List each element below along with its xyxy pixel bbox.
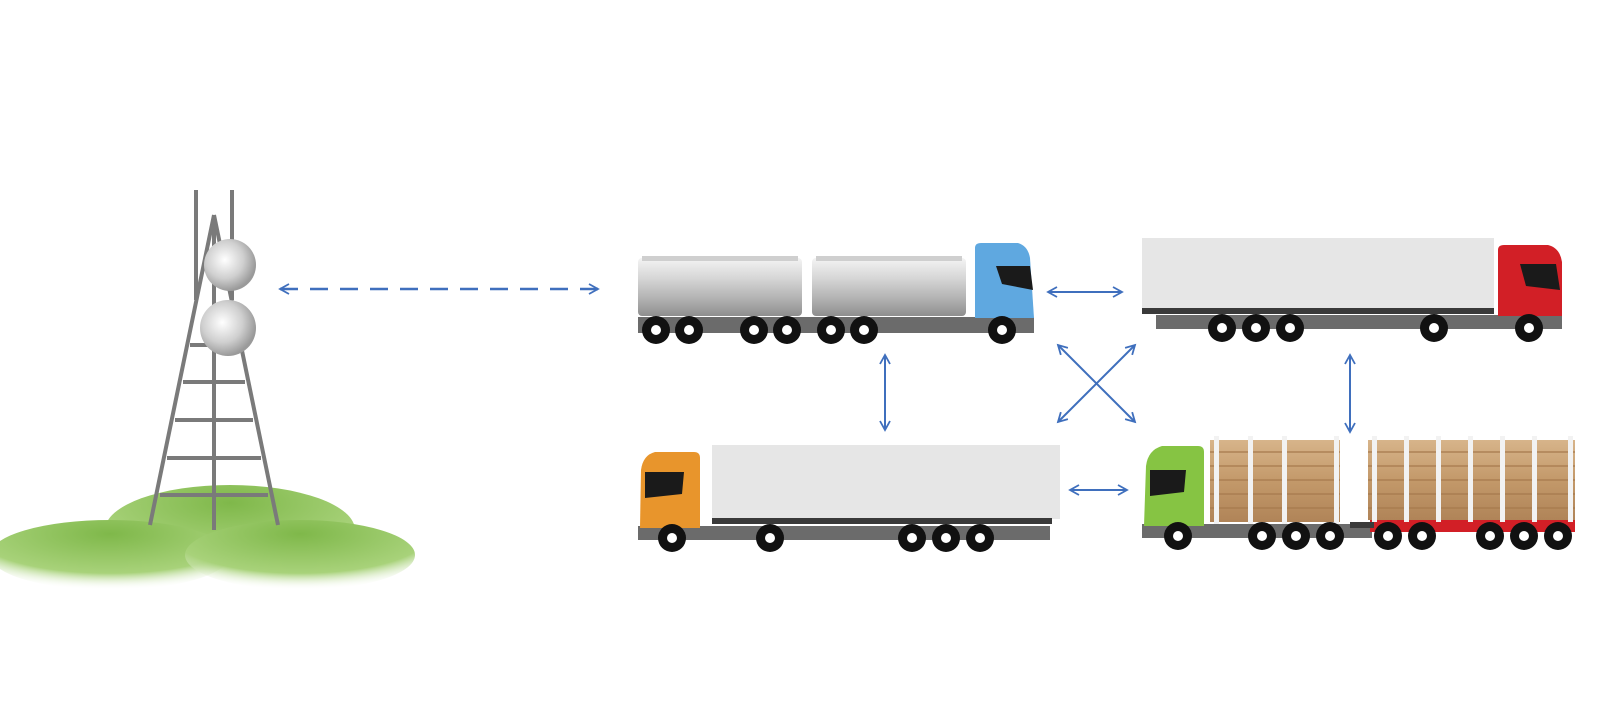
trailer-box [1142,238,1494,310]
communication-links [278,283,1356,496]
tanker-truck-icon [638,243,1034,344]
log-load-front [1210,436,1340,524]
tank-2 [812,258,966,316]
cab-window [1150,470,1186,496]
antenna-dish-lower [200,300,256,356]
cell-tower-icon [0,190,415,590]
log-load-rear [1368,436,1575,522]
tank-1 [638,258,802,316]
cab-window [996,266,1033,290]
log-truck-icon [1142,436,1575,550]
cab-window [645,472,684,498]
box-truck-orange-icon [638,445,1060,552]
trailer-box [712,445,1060,519]
cab-window [1520,264,1560,290]
link-red-orange [1056,343,1137,424]
antenna-dish-upper [204,239,256,291]
hills [0,485,415,590]
tower-lattice [148,190,280,530]
box-truck-red-icon [1142,238,1562,342]
